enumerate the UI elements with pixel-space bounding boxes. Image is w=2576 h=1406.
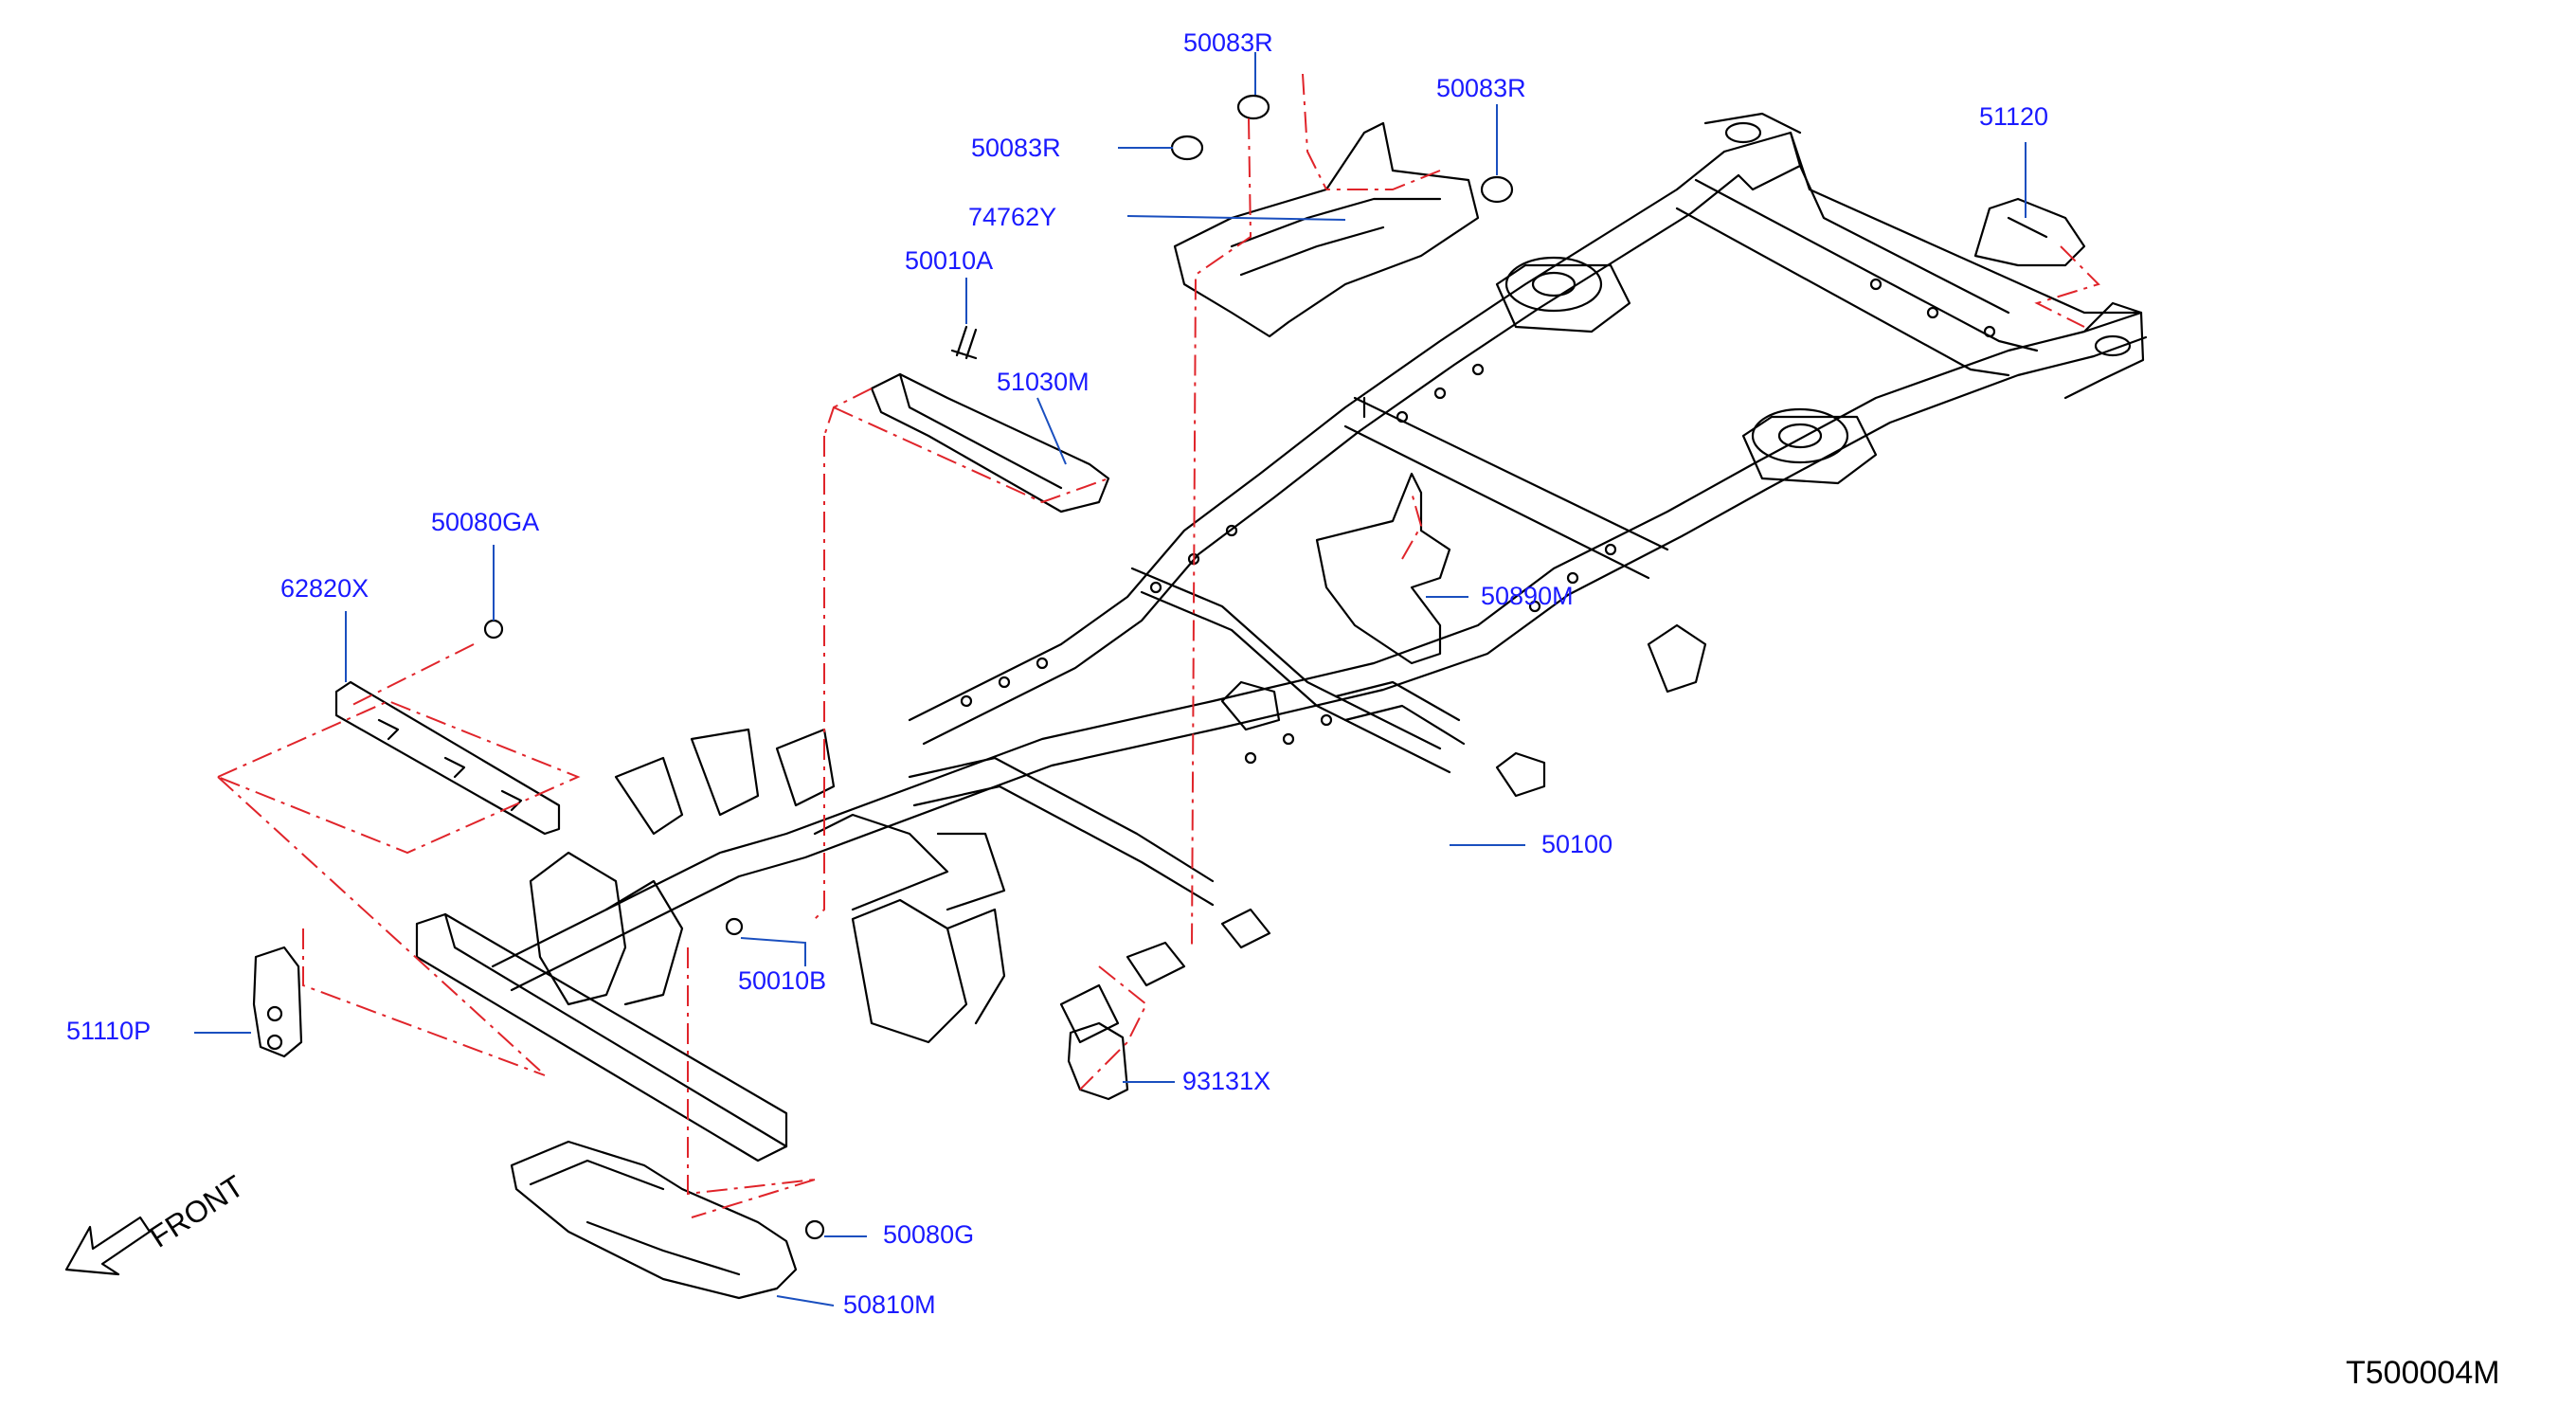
part-label-50010A[interactable]: 50010A <box>905 246 994 275</box>
bracket-51120[interactable] <box>1973 197 2086 267</box>
phantom-lines <box>215 73 2100 1218</box>
shield-50890M[interactable] <box>1315 472 1451 665</box>
bracket-93131X[interactable] <box>1067 1021 1129 1101</box>
part-label-74762Y[interactable]: 74762Y <box>968 203 1057 231</box>
leader-lines <box>194 52 2027 1307</box>
part-label-62820X[interactable]: 62820X <box>280 574 369 603</box>
plug-50083R-right[interactable] <box>1480 175 1514 204</box>
part-label-51030M[interactable]: 51030M <box>997 368 1090 396</box>
skid-plate-50810M[interactable] <box>510 1140 798 1300</box>
bracket-62820X[interactable] <box>334 680 561 836</box>
heat-shield-74762Y[interactable] <box>1173 121 1480 338</box>
part-label-50100[interactable]: 50100 <box>1541 830 1613 858</box>
part-label-51120[interactable]: 51120 <box>1979 102 2049 131</box>
part-label-50083R-top[interactable]: 50083R <box>1183 28 1273 57</box>
part-label-50080GA[interactable]: 50080GA <box>431 508 540 536</box>
part-label-51110P[interactable]: 51110P <box>66 1017 152 1045</box>
ladder-frame[interactable] <box>415 112 2148 1163</box>
crossmember-51030M[interactable] <box>870 372 1110 514</box>
part-label-93131X[interactable]: 93131X <box>1182 1067 1271 1095</box>
plug-50083R-top[interactable] <box>1236 94 1270 120</box>
front-arrow-icon <box>64 1216 152 1276</box>
bolt-50010A[interactable] <box>950 325 978 360</box>
part-label-50080G[interactable]: 50080G <box>883 1220 975 1249</box>
bracket-51110P[interactable] <box>252 946 303 1058</box>
clip-50080GA[interactable] <box>483 619 504 640</box>
plug-50083R-left[interactable] <box>1170 135 1204 161</box>
bolt-50010B[interactable] <box>725 917 744 936</box>
clip-50080G[interactable] <box>804 1219 825 1240</box>
part-label-50083R-left[interactable]: 50083R <box>971 134 1061 162</box>
part-label-50810M[interactable]: 50810M <box>843 1290 936 1319</box>
part-label-50083R-right[interactable]: 50083R <box>1436 74 1526 102</box>
diagram-code: T500004M <box>2346 1355 2500 1391</box>
part-label-50010B[interactable]: 50010B <box>738 966 827 995</box>
part-label-50890M[interactable]: 50890M <box>1481 582 1574 610</box>
